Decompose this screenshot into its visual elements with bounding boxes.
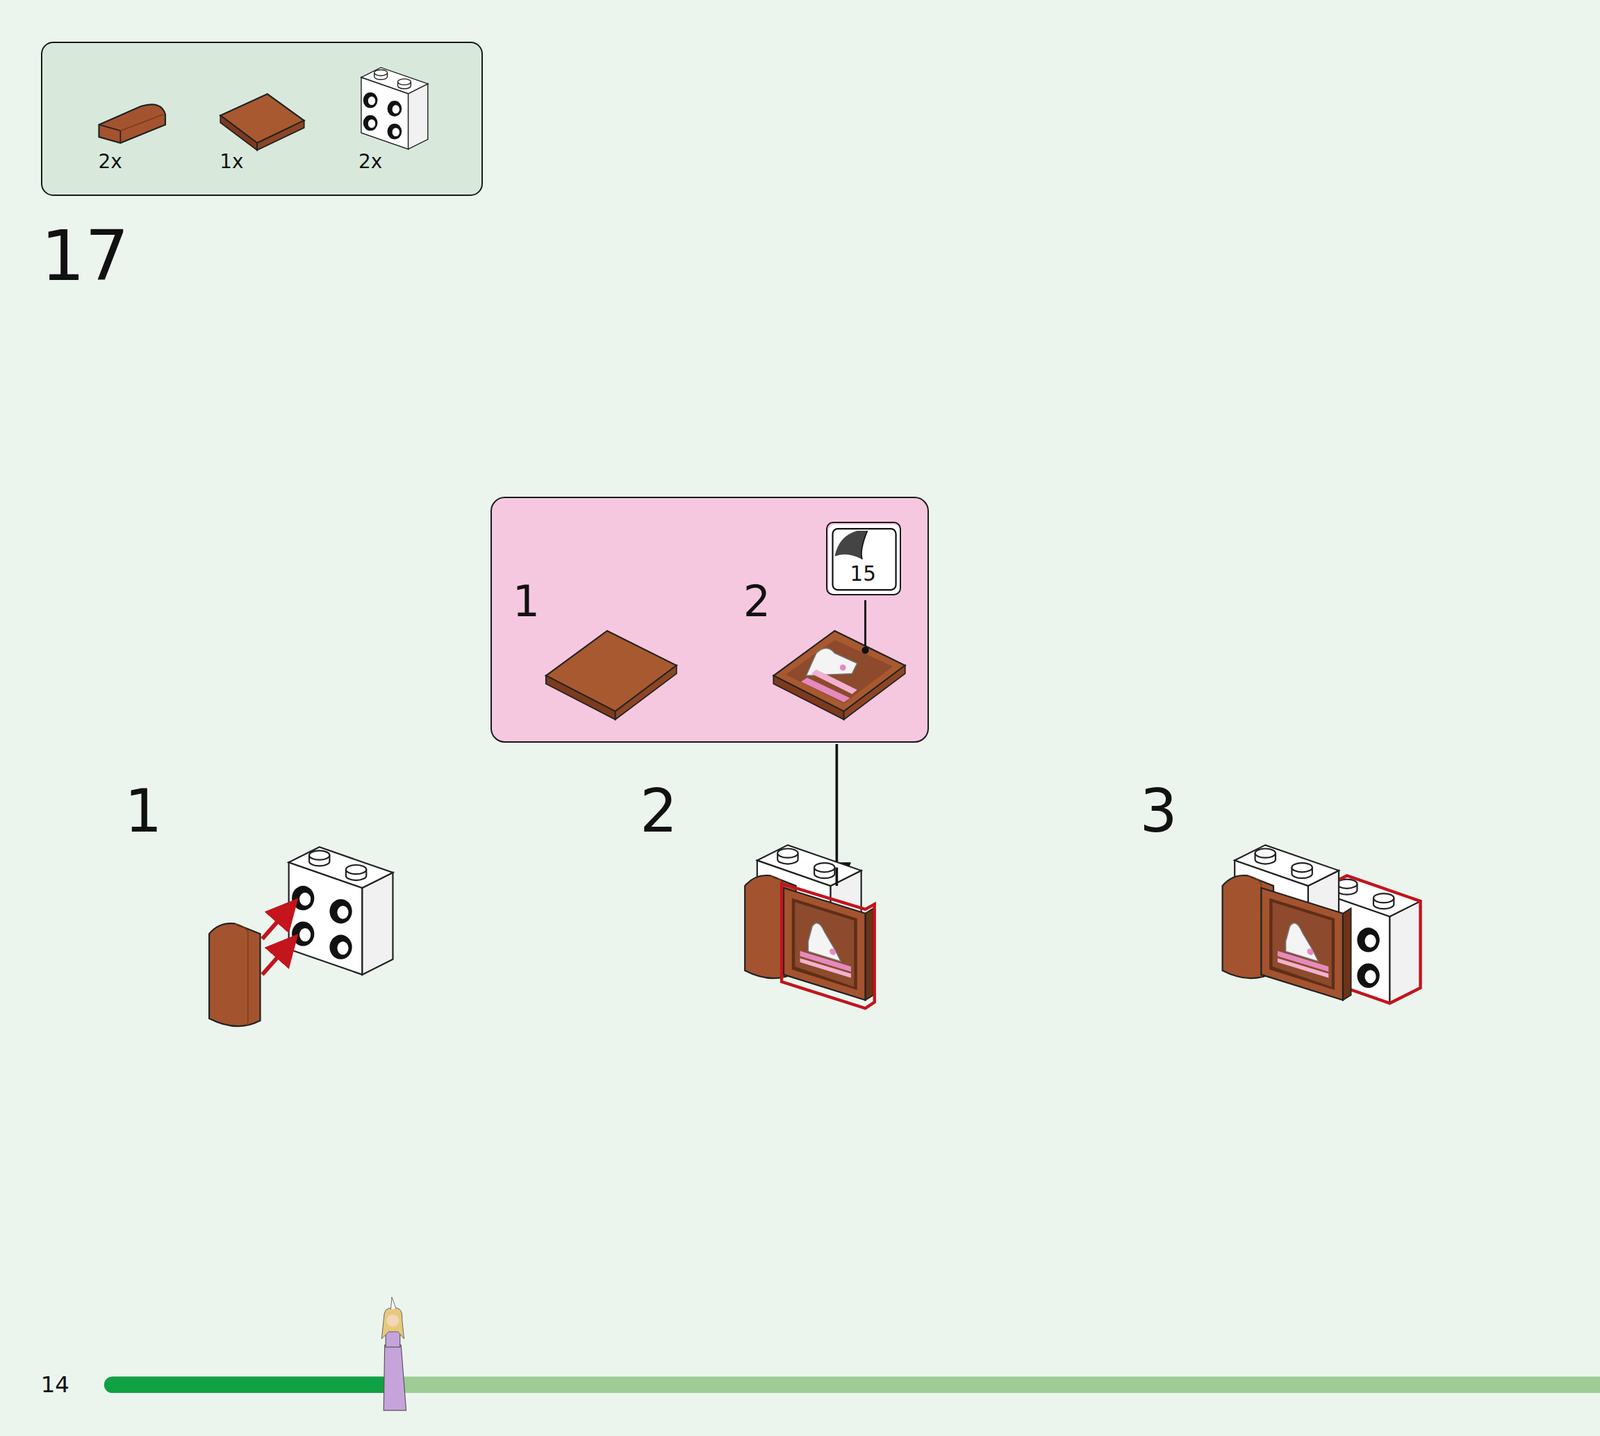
substep-number: 2 [639,781,678,841]
parts-panel: 2x 1x 2x [40,41,483,196]
part-count: 1x [219,152,244,172]
page-number: 14 [40,1373,70,1396]
sticker-badge: 15 [826,521,902,596]
callout-step-number: 1 [512,580,540,624]
subassembly-callout: 1 2 15 [490,496,929,743]
part-count: 2x [98,152,123,172]
substep-number: 1 [124,781,162,841]
step-number: 17 [40,221,130,292]
part-count: 2x [358,152,383,172]
callout-step-number: 2 [743,580,771,624]
sticker-number: 15 [849,564,876,585]
substep-number: 3 [1140,781,1178,841]
